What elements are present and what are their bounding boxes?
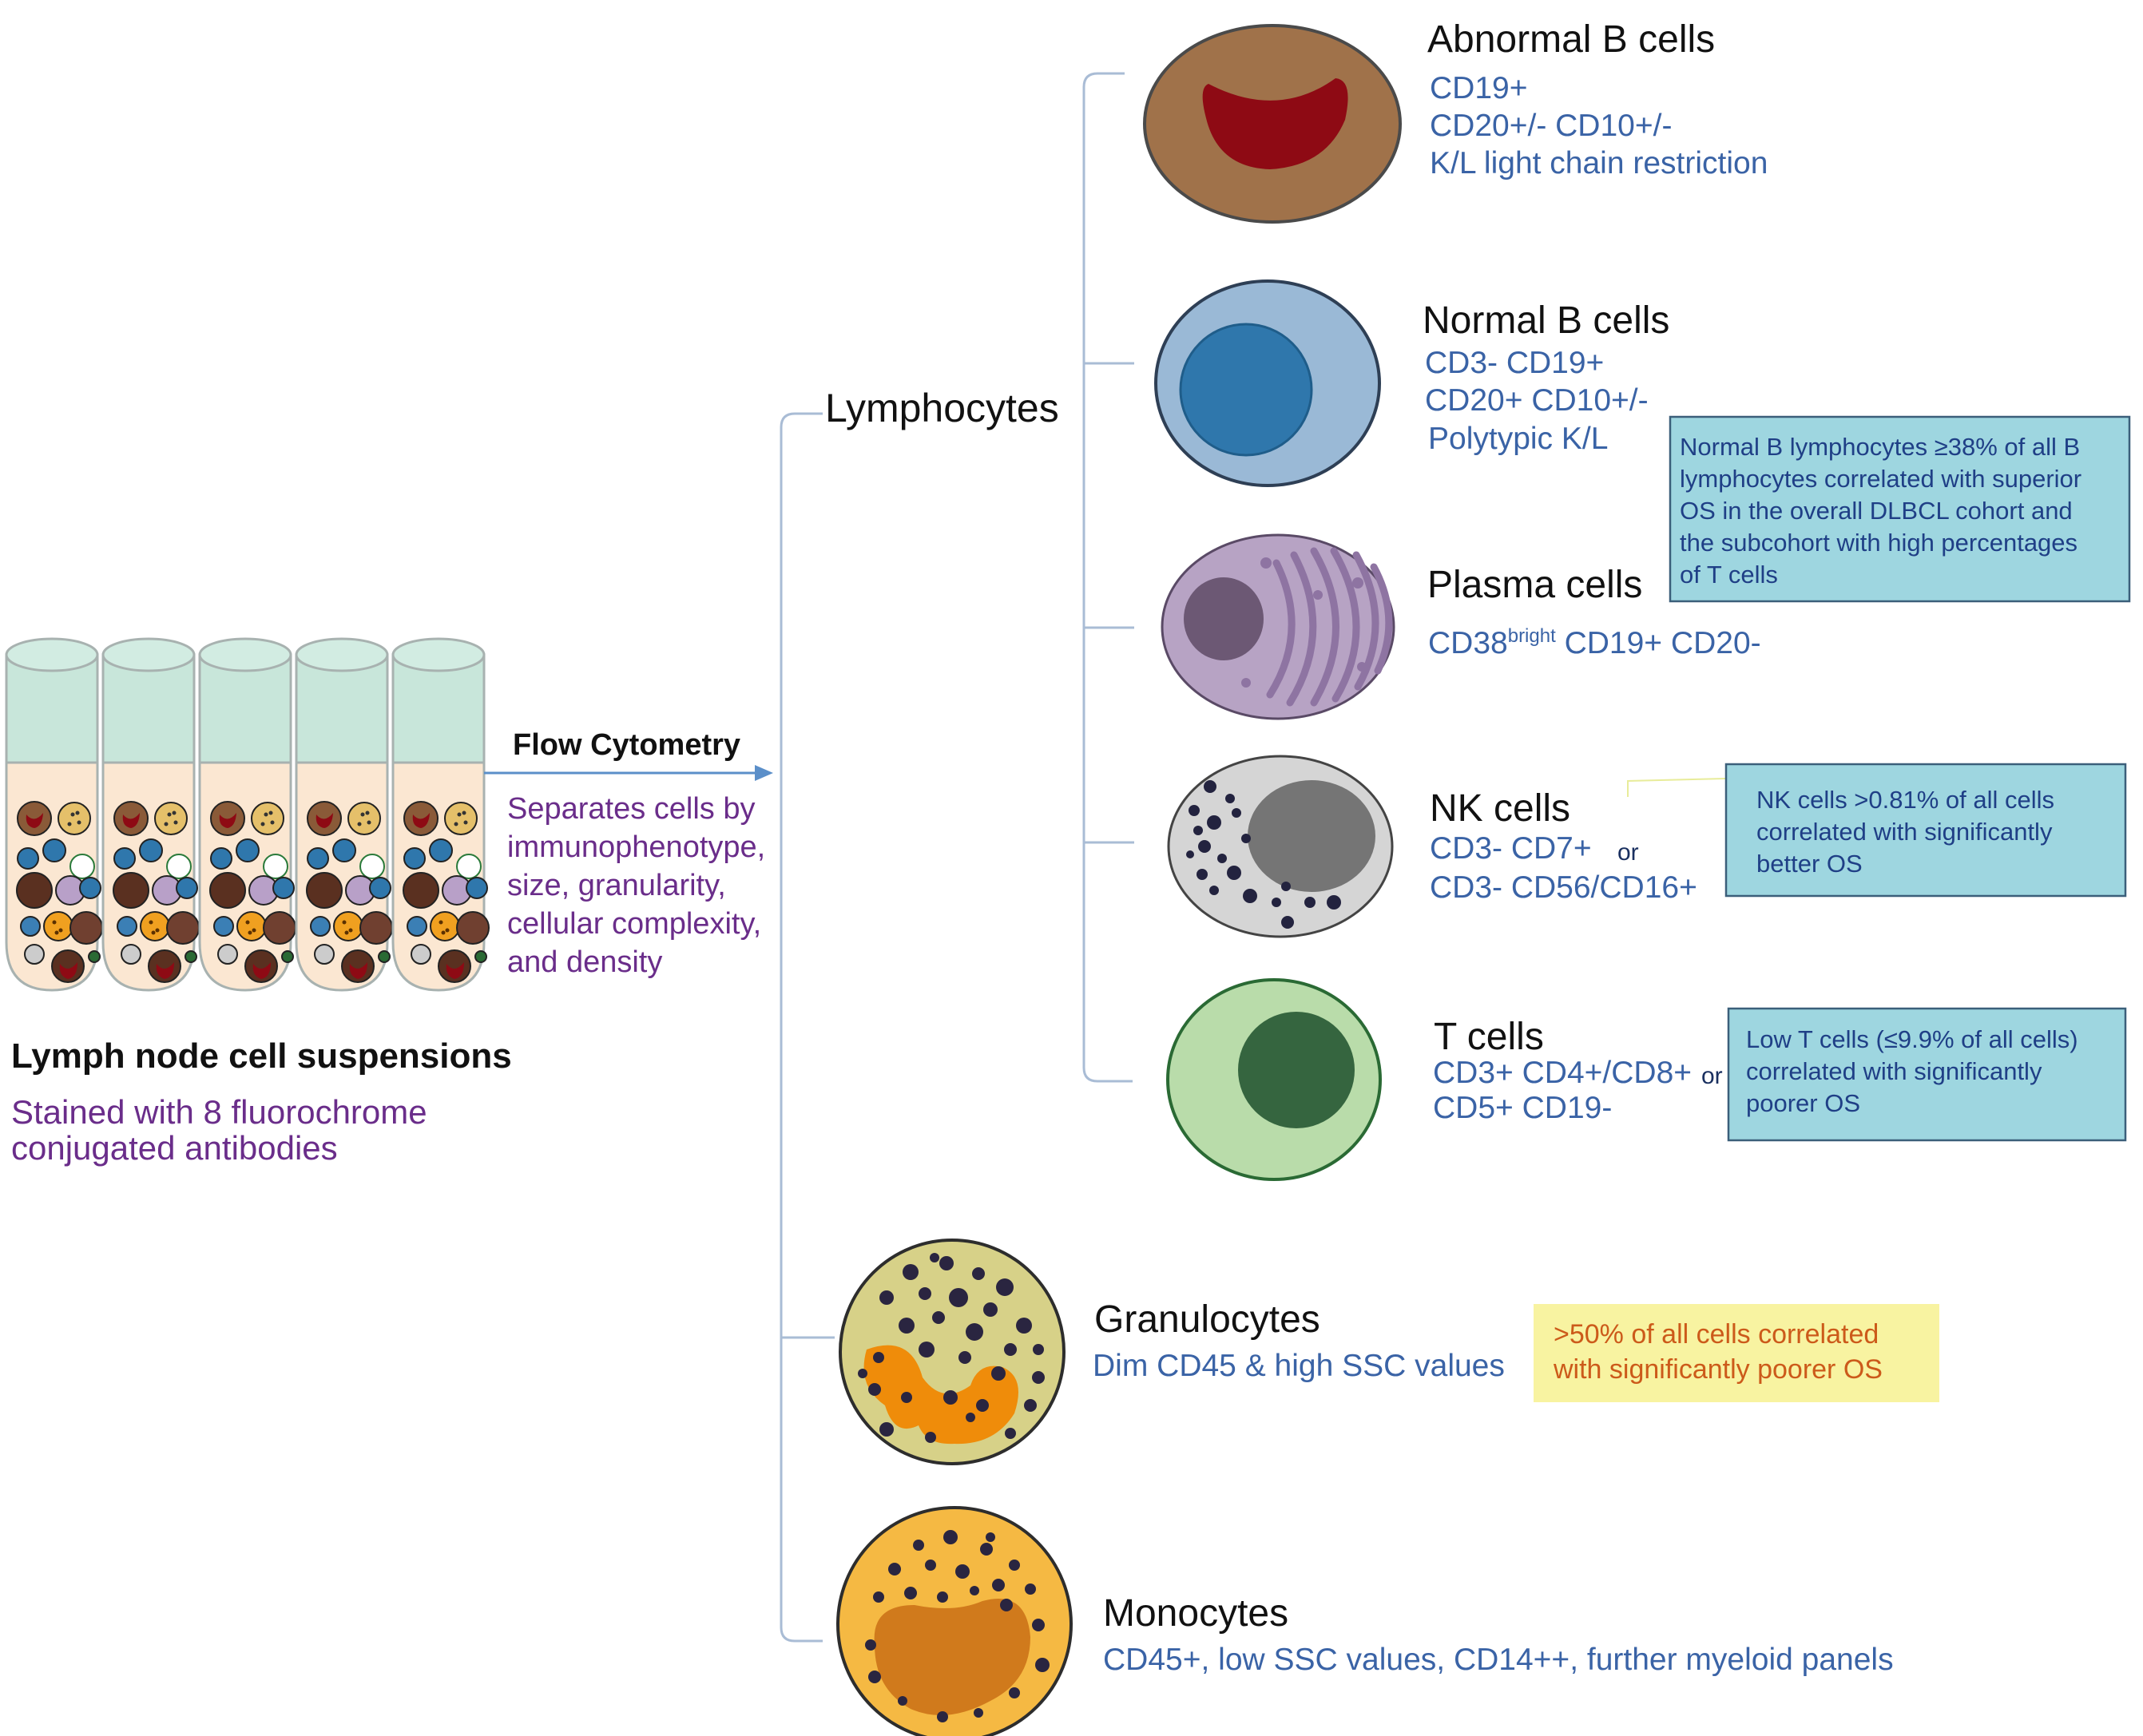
abnormal-b-marker-1: CD19+ — [1430, 71, 1527, 105]
lymphocytes-label: Lymphocytes — [825, 386, 1059, 430]
t-note-line-3: poorer OS — [1746, 1089, 1860, 1117]
plasma-cell-icon — [1161, 533, 1395, 720]
monocyte-icon — [836, 1506, 1073, 1736]
granulocyte-icon — [839, 1239, 1066, 1465]
nk-note-box: NK cells >0.81% of all cells correlated … — [1724, 763, 2127, 898]
normal-b-cell-icon — [1154, 279, 1381, 487]
normal-b-note-line-4: the subcohort with high percentages — [1680, 529, 2078, 557]
t-note-line-1: Low T cells (≤9.9% of all cells) — [1746, 1025, 2078, 1053]
nk-marker-2: CD3- CD56/CD16+ — [1430, 870, 1697, 905]
nk-title: NK cells — [1430, 787, 1570, 830]
granulocytes-marker: Dim CD45 & high SSC values — [1093, 1349, 1505, 1383]
granulocytes-note-line-1: >50% of all cells correlated — [1554, 1319, 1879, 1350]
monocytes-marker: CD45+, low SSC values, CD14++, further m… — [1103, 1643, 1894, 1677]
arrow-desc-line-4: cellular complexity, — [507, 907, 761, 941]
test-tube — [5, 637, 103, 992]
t-note-box: Low T cells (≤9.9% of all cells) correla… — [1727, 1007, 2127, 1142]
plasma-marker-rest: CD19+ CD20- — [1556, 626, 1761, 660]
arrow-desc-line-1: Separates cells by — [507, 792, 756, 826]
normal-b-note-box: Normal B lymphocytes ≥38% of all B lymph… — [1669, 415, 2131, 603]
t-note-line-2: correlated with significantly — [1746, 1057, 2042, 1085]
normal-b-note-line-5: of T cells — [1680, 561, 1778, 589]
t-title: T cells — [1434, 1016, 1544, 1058]
plasma-marker-main: CD38 — [1428, 626, 1508, 660]
arrow-desc-line-3: size, granularity, — [507, 869, 726, 902]
t-marker-2: CD5+ CD19- — [1433, 1091, 1612, 1125]
flow-cytometry-label: Flow Cytometry — [513, 728, 740, 762]
t-marker-1: CD3+ CD4+/CD8+ — [1433, 1056, 1692, 1090]
main-bracket — [780, 412, 835, 1643]
left-subtitle-line1: Stained with 8 fluorochrome — [11, 1093, 427, 1131]
left-subtitle-line2: conjugated antibodies — [11, 1129, 338, 1167]
plasma-marker-sup: bright — [1508, 625, 1556, 647]
nk-note-connector — [1627, 778, 1726, 797]
abnormal-b-marker-3: K/L light chain restriction — [1430, 146, 1768, 180]
normal-b-title: Normal B cells — [1423, 299, 1669, 342]
nk-note-line-2: correlated with significantly — [1756, 818, 2053, 846]
arrow-desc-line-2: immunophenotype, — [507, 830, 765, 864]
granulocytes-note-line-2: with significantly poorer OS — [1553, 1354, 1883, 1385]
arrow-desc-line-5: and density — [507, 945, 662, 979]
test-tube — [198, 637, 296, 992]
normal-b-marker-2: CD20+ CD10+/- — [1425, 383, 1649, 418]
normal-b-note-line-2: lymphocytes correlated with superior — [1680, 465, 2081, 493]
normal-b-note-line-1: Normal B lymphocytes ≥38% of all B — [1680, 433, 2080, 461]
t-or: or — [1701, 1063, 1723, 1089]
plasma-title: Plasma cells — [1427, 564, 1642, 606]
t-cell-icon — [1166, 978, 1382, 1181]
normal-b-marker-1: CD3- CD19+ — [1425, 346, 1604, 380]
nk-note-line-3: better OS — [1756, 850, 1863, 878]
test-tubes-icon — [5, 637, 490, 992]
normal-b-marker-3: Polytypic K/L — [1428, 422, 1608, 456]
plasma-marker: CD38bright CD19+ CD20- — [1428, 625, 1761, 660]
granulocytes-note-box: >50% of all cells correlated with signif… — [1534, 1304, 1939, 1402]
nk-or: or — [1617, 839, 1639, 866]
nk-cell-icon — [1167, 755, 1394, 938]
left-title: Lymph node cell suspensions — [11, 1036, 512, 1076]
granulocytes-title: Granulocytes — [1094, 1298, 1320, 1341]
abnormal-b-marker-2: CD20+/- CD10+/- — [1430, 109, 1672, 143]
abnormal-b-cell-icon — [1143, 24, 1402, 224]
nk-marker-1: CD3- CD7+ — [1430, 831, 1592, 866]
test-tube — [295, 637, 393, 992]
test-tube — [101, 637, 200, 992]
normal-b-note-line-3: OS in the overall DLBCL cohort and — [1680, 497, 2073, 525]
test-tube — [391, 637, 490, 992]
flow-arrow — [484, 765, 773, 781]
abnormal-b-title: Abnormal B cells — [1427, 18, 1715, 61]
monocytes-title: Monocytes — [1103, 1592, 1288, 1635]
nk-note-line-1: NK cells >0.81% of all cells — [1756, 786, 2054, 814]
lymphocyte-bracket — [1082, 72, 1134, 1083]
